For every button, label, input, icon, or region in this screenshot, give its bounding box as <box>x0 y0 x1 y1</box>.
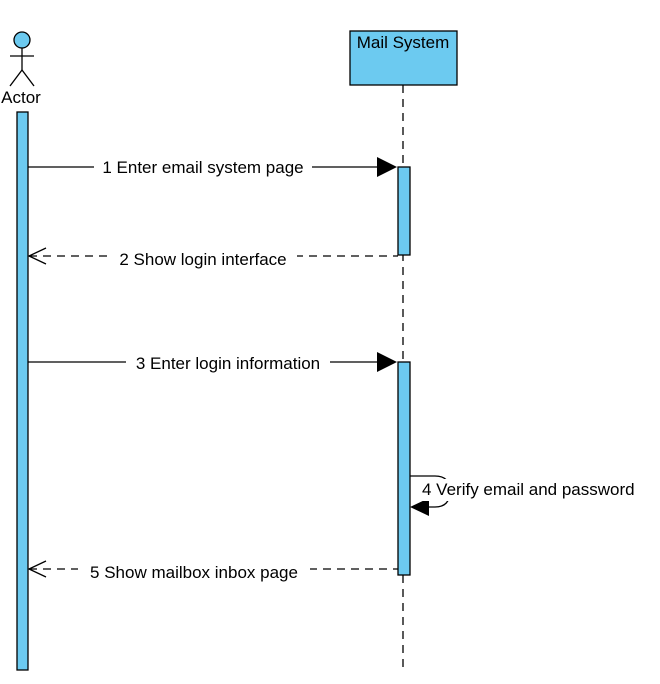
actor-left-leg <box>9 69 23 87</box>
open-arrowhead-icon <box>27 560 47 578</box>
message-5-label: 5 Show mailbox inbox page <box>90 563 298 582</box>
message-2-label: 2 Show login interface <box>119 250 286 269</box>
actor-icon[interactable] <box>9 31 35 87</box>
message-3-label: 3 Enter login information <box>136 354 320 373</box>
filled-arrowhead-icon <box>377 352 397 372</box>
actor-activation-bar[interactable] <box>16 111 29 671</box>
message-1-label: 1 Enter email system page <box>102 158 303 177</box>
message-5[interactable]: 5 Show mailbox inbox page <box>27 560 398 583</box>
activation-bar-1[interactable] <box>397 166 411 256</box>
actor-right-leg <box>21 69 35 87</box>
message-1[interactable]: 1 Enter email system page <box>28 156 397 178</box>
message-2[interactable]: 2 Show login interface <box>27 247 398 270</box>
message-4-label-bg <box>421 479 655 501</box>
actor-label: Actor <box>1 88 41 107</box>
message-3-label-bg <box>126 352 330 374</box>
open-arrowhead-icon <box>27 247 47 265</box>
message-1-label-bg <box>94 156 312 178</box>
mail-system-title: Mail System <box>357 33 450 52</box>
message-4[interactable]: 4 Verify email and password <box>410 475 655 516</box>
filled-arrowhead-icon <box>377 157 397 177</box>
message-3[interactable]: 3 Enter login information <box>28 352 397 374</box>
filled-arrowhead-icon <box>410 498 429 516</box>
message-4-label: 4 Verify email and password <box>422 480 635 499</box>
message-5-label-bg <box>78 561 310 583</box>
actor-head <box>13 31 31 49</box>
message-2-label-bg <box>111 248 297 270</box>
activation-bar-2[interactable] <box>397 361 411 576</box>
mail-system-box[interactable] <box>349 30 458 86</box>
